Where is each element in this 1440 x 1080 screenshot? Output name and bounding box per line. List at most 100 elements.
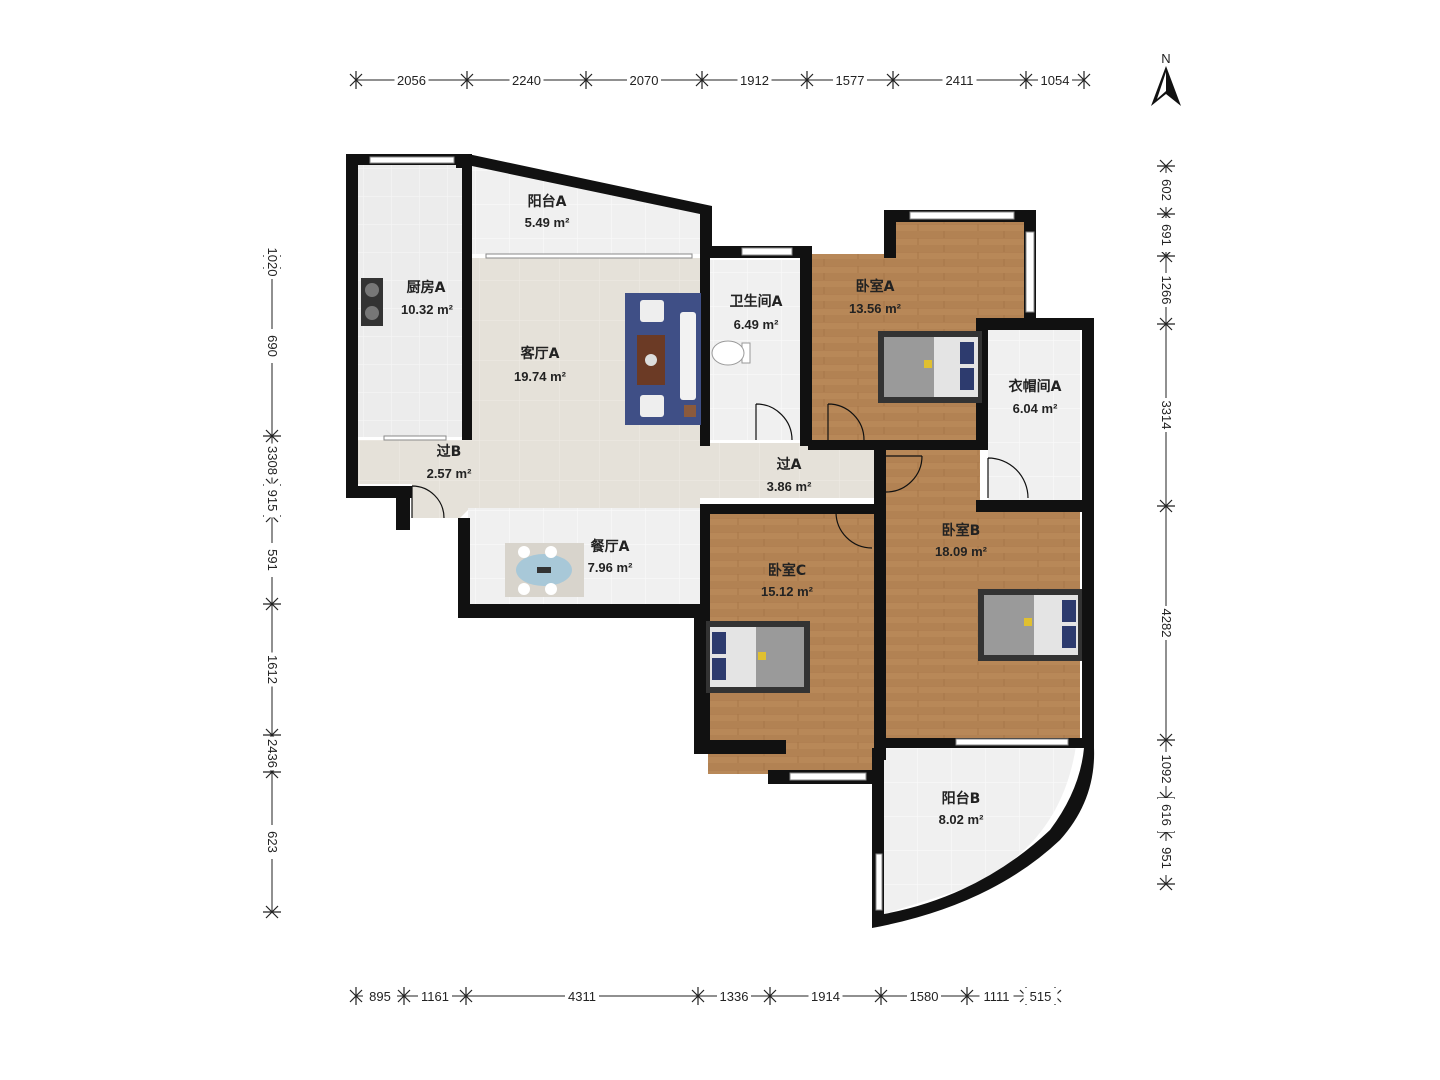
kitchen-area: 10.32 m² (401, 302, 454, 317)
left-dimension-label: 591 (265, 549, 280, 571)
north-arrow-icon: N (1151, 51, 1181, 106)
left-dimension-label: 623 (265, 831, 280, 853)
hall-floor (358, 438, 880, 518)
right-dimension-label: 1092 (1159, 755, 1174, 784)
bottom-tick (349, 987, 363, 1005)
bottom-tick (960, 987, 974, 1005)
left-dimension-label: 1020 (265, 248, 280, 277)
dining-table-icon (505, 543, 584, 597)
bottom-dimension-label: 515 (1030, 989, 1052, 1004)
door-hall-b (411, 485, 445, 519)
dining-name: 餐厅A (590, 538, 630, 555)
left-tick (263, 905, 281, 919)
bedroom-b-name: 卧室B (942, 522, 981, 539)
living-area: 19.74 m² (514, 369, 567, 384)
right-dimension-label: 951 (1159, 847, 1174, 869)
living-name: 客厅A (520, 345, 560, 362)
right-tick (1157, 317, 1175, 331)
right-dimension-label: 1266 (1159, 276, 1174, 305)
compass-label: N (1161, 51, 1170, 66)
top-dimension-label: 1054 (1041, 73, 1070, 88)
closet-floor (988, 330, 1080, 504)
balcony-b-name: 阳台B (942, 790, 981, 807)
balcony-a-floor (472, 163, 700, 254)
top-tick (1019, 71, 1033, 89)
hall-b-area: 2.57 m² (427, 466, 472, 481)
left-tick (263, 429, 281, 443)
left-dimension-label: 690 (265, 335, 280, 357)
left-dimension-label: 915 (265, 490, 280, 512)
top-tick (349, 71, 363, 89)
top-dimension-label: 2070 (630, 73, 659, 88)
right-dimension-label: 4282 (1159, 609, 1174, 638)
top-tick (800, 71, 814, 89)
left-tick (263, 597, 281, 611)
bottom-dimension-label: 1336 (720, 989, 749, 1004)
balcony-a-area: 5.49 m² (525, 215, 570, 230)
bottom-dimension-label: 895 (369, 989, 391, 1004)
dining-area: 7.96 m² (588, 560, 633, 575)
closet-area: 6.04 m² (1013, 401, 1058, 416)
door-bathroom (755, 403, 793, 441)
door-bedroom-c (835, 511, 873, 549)
top-dimension-label: 1577 (836, 73, 865, 88)
bottom-dimension-label: 1161 (421, 989, 449, 1004)
top-tick (1077, 71, 1091, 89)
bedroom-b-area: 18.09 m² (935, 544, 988, 559)
bottom-dimension-label: 1580 (910, 989, 939, 1004)
right-dimension-label: 602 (1159, 179, 1174, 201)
bottom-tick (763, 987, 777, 1005)
walls (346, 154, 1095, 928)
windows (369, 156, 1069, 911)
bottom-tick (691, 987, 705, 1005)
bathroom-area: 6.49 m² (734, 317, 779, 332)
bedroom-c-name: 卧室C (768, 562, 806, 579)
top-dimension-label: 1912 (740, 73, 769, 88)
closet-name: 衣帽间A (1009, 378, 1062, 395)
door-bedroom-b (885, 455, 923, 493)
right-tick (1157, 499, 1175, 513)
door-closet (987, 457, 1029, 499)
bed-icon-a (878, 331, 982, 403)
bottom-tick (874, 987, 888, 1005)
left-dimension-label: 1612 (265, 655, 280, 684)
doors (411, 403, 1029, 549)
balcony-b-floor (884, 746, 1076, 914)
right-dimension-label: 616 (1159, 804, 1174, 826)
bathroom-name: 卫生间A (730, 293, 783, 310)
hall-a-area: 3.86 m² (767, 479, 812, 494)
balcony-b-area: 8.02 m² (939, 812, 984, 827)
left-dimension-label: 3308 (265, 446, 280, 475)
bedroom-a-name: 卧室A (856, 278, 895, 295)
top-dimension-label: 2411 (946, 73, 974, 88)
right-tick (1157, 877, 1175, 891)
bedroom-a-area: 13.56 m² (849, 301, 902, 316)
kitchen-name: 厨房A (407, 279, 446, 296)
bottom-tick (459, 987, 473, 1005)
room-labels: 厨房A 10.32 m² 阳台A 5.49 m² 客厅A 19.74 m² 卫生… (401, 193, 1062, 827)
top-tick (460, 71, 474, 89)
top-tick (695, 71, 709, 89)
floors (358, 163, 1080, 914)
top-tick (886, 71, 900, 89)
balcony-a-name: 阳台A (528, 193, 567, 210)
bed-icon-b (978, 589, 1082, 661)
door-bedroom-a (827, 403, 865, 441)
hall-a-name: 过A (777, 456, 802, 473)
bedroom-c-area: 15.12 m² (761, 584, 814, 599)
right-tick (1157, 159, 1175, 173)
right-tick (1157, 733, 1175, 747)
bottom-dimension-label: 1914 (811, 989, 840, 1004)
top-tick (579, 71, 593, 89)
top-dimension-label: 2056 (397, 73, 426, 88)
bottom-tick (397, 987, 411, 1005)
right-dimension-label: 691 (1159, 224, 1174, 246)
sofa-set-icon (625, 293, 701, 425)
toilet-icon (711, 340, 751, 366)
bed-icon-c (706, 621, 810, 693)
